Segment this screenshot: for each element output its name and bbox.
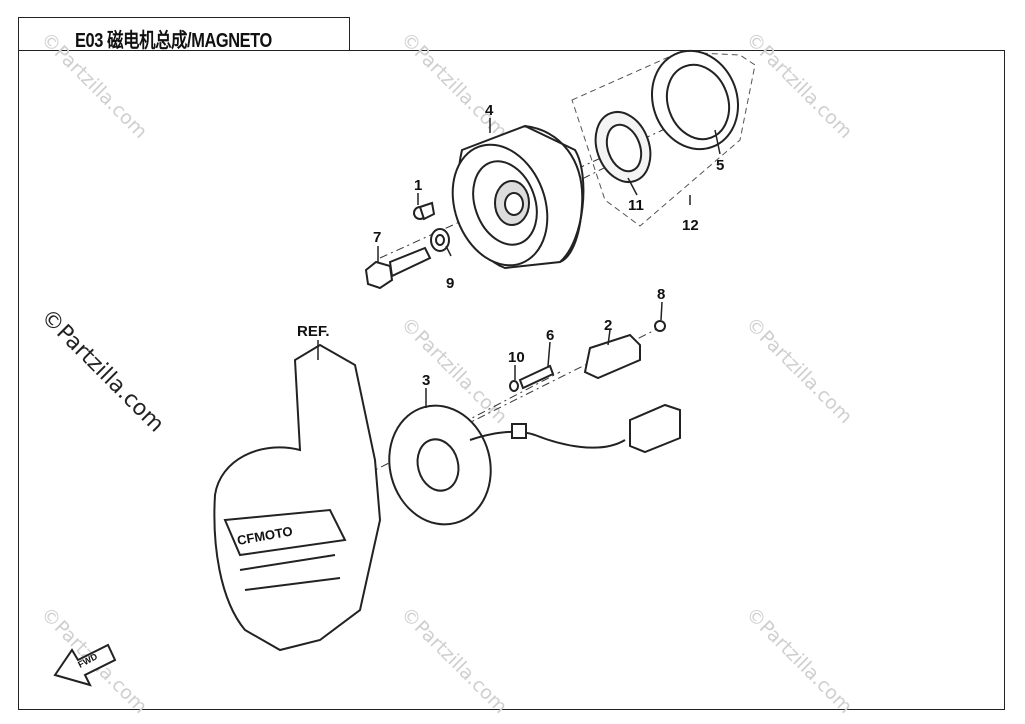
watermark: ©Partzilla.com: [36, 28, 151, 143]
callout-2: 2: [604, 317, 612, 334]
watermark: ©Partzilla.com: [741, 28, 856, 143]
starter-clutch-housing: [650, 49, 740, 151]
starter-clutch-group-outline: [571, 51, 756, 227]
flywheel-bolt: [364, 246, 432, 290]
callout-12: 12: [682, 217, 699, 234]
magneto-cover: CFMOTO: [213, 343, 382, 652]
title-box: E03 磁电机总成/MAGNETO: [18, 17, 350, 52]
watermark: ©Partzilla.com: [741, 313, 856, 428]
watermark: ©Partzilla.com: [741, 603, 856, 718]
callout-11: 11: [628, 197, 644, 214]
sensor-screw: [654, 320, 666, 332]
one-way-clutch-bearing: [594, 111, 652, 183]
partzilla-copyright: ©Partzilla.com: [36, 305, 169, 438]
flywheel-rotor: [451, 124, 585, 270]
callout-4: 4: [485, 102, 494, 119]
callout-8: 8: [657, 286, 665, 303]
stator-wire: [469, 430, 626, 449]
callout-3: 3: [422, 372, 430, 389]
stator-coil: [388, 404, 492, 526]
small-pin: [413, 201, 436, 221]
watermark: ©Partzilla.com: [396, 603, 511, 718]
screw: [518, 364, 555, 390]
watermark-layer: ©Partzilla.com ©Partzilla.com ©Partzilla…: [36, 28, 856, 718]
watermark: ©Partzilla.com: [396, 28, 511, 143]
callout-1: 1: [414, 177, 422, 194]
ref-label: REF.: [297, 323, 330, 340]
callout-labels: 1 2 3 4 5 6 7 8 9 10 11 12: [373, 102, 724, 389]
washer: [430, 228, 450, 252]
lock-washer: [509, 380, 519, 392]
pickup-sensor: [583, 333, 641, 380]
callout-10: 10: [508, 349, 525, 366]
diagram-frame: [18, 50, 1005, 710]
callout-5: 5: [716, 157, 724, 174]
callout-6: 6: [546, 327, 554, 344]
callout-9: 9: [446, 275, 454, 292]
leader-lines: [377, 118, 721, 408]
page-title: E03 磁电机总成/MAGNETO: [75, 30, 272, 52]
wire-connector: [511, 403, 681, 454]
callout-7: 7: [373, 229, 381, 246]
